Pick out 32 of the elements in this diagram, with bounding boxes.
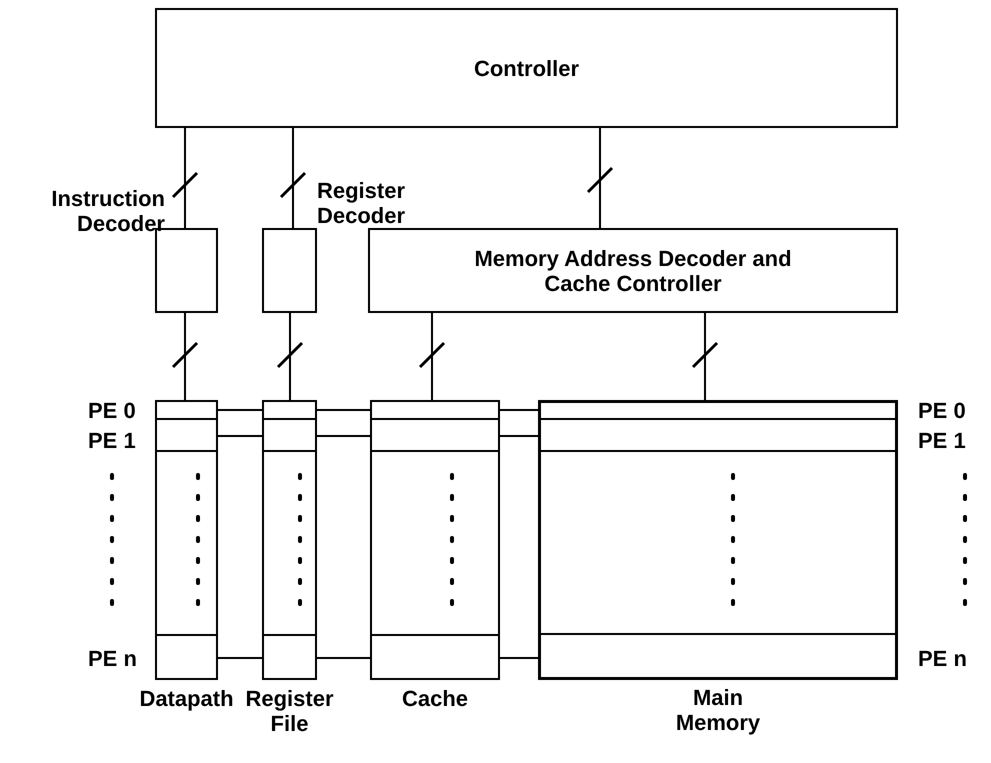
connector-line — [218, 657, 262, 659]
connector-line — [289, 313, 291, 400]
box-label: Register Decoder — [317, 178, 406, 228]
connector-line — [218, 435, 262, 437]
connector-line — [317, 657, 370, 659]
connector-line — [431, 313, 433, 400]
box-label: Memory Address Decoder and Cache Controller — [473, 244, 793, 298]
column-label: Datapath — [138, 686, 235, 711]
connector-line — [184, 128, 186, 228]
connector-line — [500, 435, 538, 437]
column-label: Register File — [244, 686, 335, 736]
connector-line — [500, 409, 538, 411]
connector-line — [184, 313, 186, 400]
pe-label: PE 0 — [88, 398, 136, 423]
connector-line — [292, 128, 294, 228]
box-label: Instruction Decoder — [50, 186, 165, 236]
pe-label: PE 0 — [918, 398, 966, 423]
connector-line — [500, 657, 538, 659]
box-label: Controller — [472, 54, 580, 82]
connector-line — [599, 128, 601, 228]
pe-label: PE n — [88, 646, 137, 671]
pe-label: PE n — [918, 646, 967, 671]
pe-label: PE 1 — [918, 428, 966, 453]
column-label: Cache — [400, 686, 470, 711]
column-label: Main Memory — [674, 685, 762, 735]
connector-line — [218, 409, 262, 411]
decoder-box — [368, 228, 898, 313]
connector-line — [317, 435, 370, 437]
connector-line — [704, 313, 706, 400]
connector-line — [317, 409, 370, 411]
pe-label: PE 1 — [88, 428, 136, 453]
controller-box — [155, 8, 898, 128]
